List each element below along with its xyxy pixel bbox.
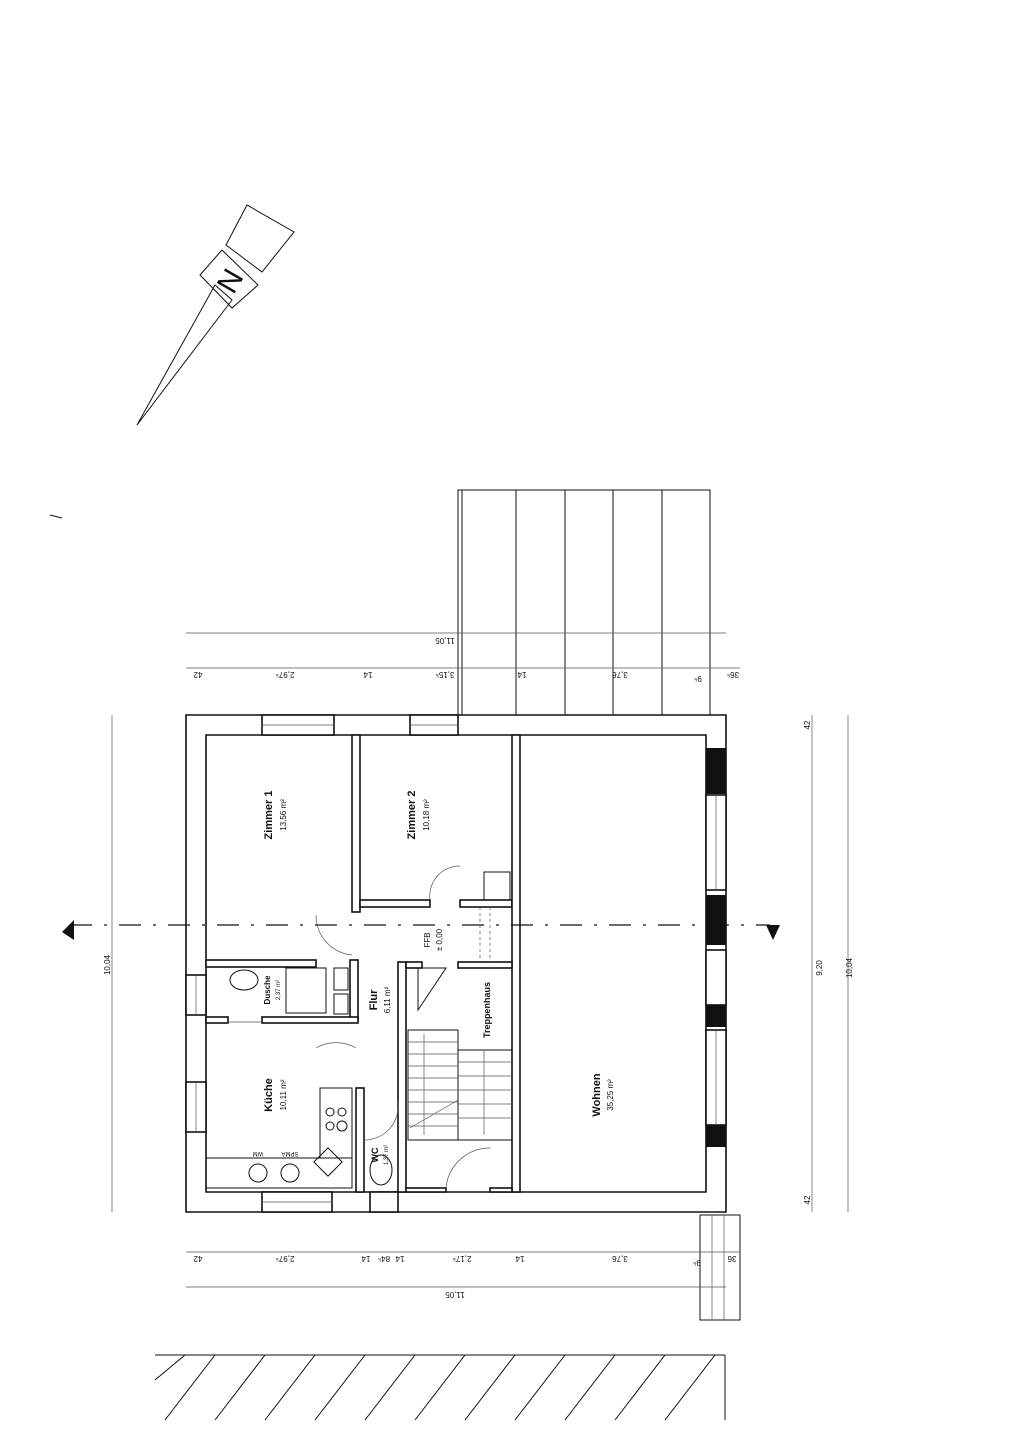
- staircase: [407, 907, 513, 1141]
- level-value: ± 0,00: [435, 928, 444, 951]
- terrace: [457, 489, 711, 716]
- room-wohnen-area: 35,25 m²: [606, 1079, 615, 1111]
- dim-top-seg: 9⁵: [694, 674, 702, 683]
- room-flur-name: Flur: [368, 989, 380, 1010]
- room-zimmer1-area: 13,56 m²: [279, 799, 288, 831]
- dim-bottom-seg: 3,76: [612, 1254, 628, 1263]
- doors: [228, 865, 491, 1189]
- dim-bottom-total: 11,05: [445, 1290, 465, 1299]
- dim-top-seg: 42: [193, 670, 202, 679]
- north-arrow-icon: N: [136, 204, 295, 426]
- dim-top-total: 11,05: [435, 636, 455, 645]
- room-dusche-area: 2,37 m²: [276, 980, 282, 1000]
- dim-bottom-seg: 36: [727, 1254, 736, 1263]
- dim-right-seg: 9,20: [815, 960, 824, 976]
- room-wc-name: WC: [370, 1147, 380, 1162]
- outer-walls: [185, 714, 727, 1213]
- dim-bottom-seg: 42: [193, 1254, 202, 1263]
- dim-bottom-seg: 2,97⁵: [276, 1254, 295, 1263]
- dim-bottom-seg: 14: [395, 1254, 404, 1263]
- fixtures: [205, 871, 511, 1189]
- dim-top-seg: 2,97⁵: [276, 670, 295, 679]
- level-label: FFB: [423, 932, 432, 947]
- section-marker-left-icon: [62, 920, 74, 940]
- windows: [185, 714, 727, 1213]
- dim-right-seg: 42: [803, 720, 812, 729]
- ground-hatch: [154, 1354, 726, 1421]
- dimensions-bottom: 42 2,97⁵ 14 84⁵ 14 2,17⁵ 14 3,76 9⁵ 36 1…: [193, 1254, 736, 1299]
- appliance-wm-label: WM: [253, 1150, 264, 1156]
- room-kueche-name: Küche: [263, 1078, 275, 1112]
- section-marker-right-icon: [766, 925, 780, 940]
- room-dusche-name: Dusche: [263, 975, 272, 1004]
- dimensions-top: 11,05 42 2,97⁵ 14 3,15⁵ 14 3,76 9⁵ 36⁵: [193, 636, 739, 683]
- dim-bottom-seg: 14: [361, 1254, 370, 1263]
- room-kueche-area: 10,11 m²: [279, 1079, 288, 1110]
- dim-left-total: 10,04: [103, 954, 112, 975]
- room-treppenhaus-name: Treppenhaus: [482, 982, 492, 1038]
- dimension-lines: [111, 632, 849, 1288]
- dim-top-seg: 14: [517, 670, 526, 679]
- room-zimmer1-name: Zimmer 1: [263, 791, 275, 840]
- north-label: N: [211, 264, 250, 299]
- room-zimmer2-area: 10,18 m²: [422, 799, 431, 831]
- room-wc-area: 1,37 m²: [384, 1145, 390, 1165]
- dim-bottom-seg: 9⁵: [693, 1258, 701, 1267]
- room-labels: Zimmer 1 13,56 m² Zimmer 2 10,18 m² FFB …: [253, 791, 615, 1166]
- dim-right-total: 10,04: [845, 957, 854, 978]
- room-wohnen-name: Wohnen: [591, 1073, 603, 1116]
- entrance-steps: [699, 1214, 741, 1321]
- appliance-spma-label: SPMA: [281, 1150, 298, 1156]
- dim-bottom-seg: 2,17⁵: [453, 1254, 472, 1263]
- dim-bottom-seg: 84⁵: [378, 1254, 390, 1263]
- dim-bottom-seg: 14: [515, 1254, 524, 1263]
- room-zimmer2-name: Zimmer 2: [406, 791, 418, 840]
- dim-top-seg: 36⁵: [727, 670, 739, 679]
- dim-right-seg: 42: [803, 1195, 812, 1204]
- dim-top-seg: 3,76: [612, 670, 628, 679]
- dimensions-sides: 10,04 42 9,20 42 10,04: [103, 720, 854, 1204]
- room-flur-area: 6,11 m²: [383, 986, 392, 1013]
- dim-top-seg: 14: [363, 670, 372, 679]
- dim-top-seg: 3,15⁵: [436, 670, 455, 679]
- interior-walls: [205, 734, 521, 1193]
